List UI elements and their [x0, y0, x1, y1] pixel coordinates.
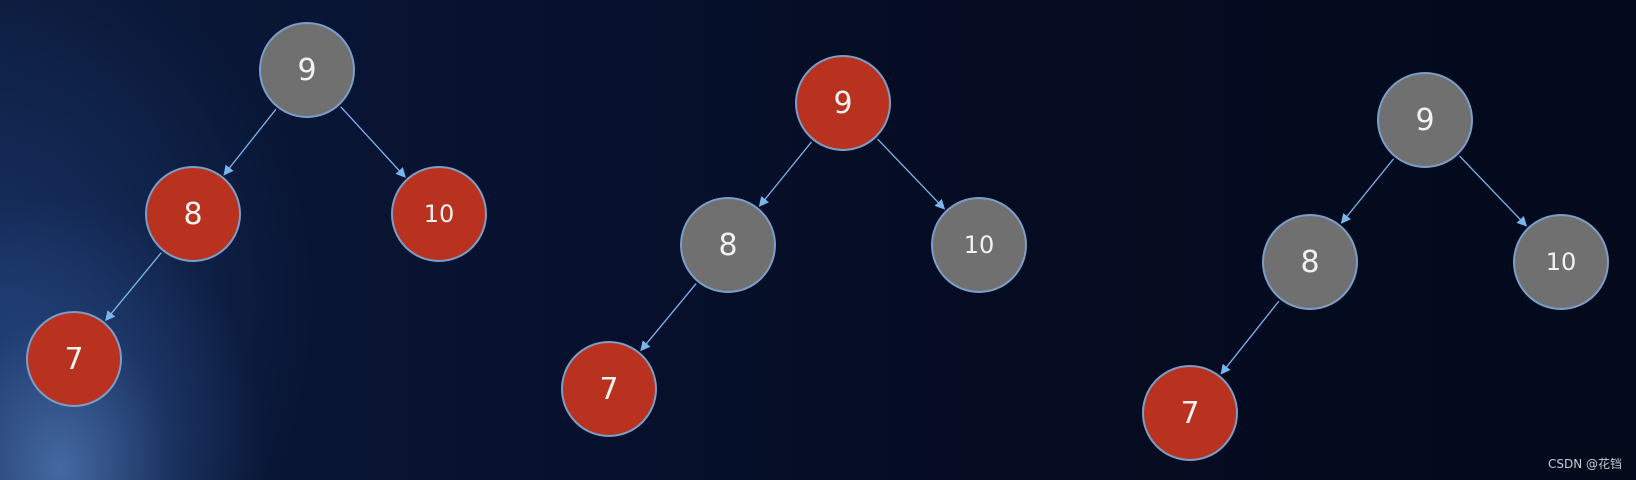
node-label: 10: [963, 231, 995, 259]
watermark: CSDN @花铛: [1547, 457, 1622, 471]
edge-t3-9-to-t3-10: [1459, 155, 1528, 227]
tree-node-t3-8: 8: [1262, 214, 1358, 310]
tree-node-t1-7: 7: [26, 311, 122, 407]
edge-t2-8-to-t2-7: [640, 283, 697, 352]
edge-t1-9-to-t1-8: [223, 108, 277, 176]
tree-node-t2-9: 9: [795, 55, 891, 151]
node-label: 8: [183, 196, 203, 232]
edge-t2-9-to-t2-8: [758, 141, 813, 207]
tree-node-t2-8: 8: [680, 197, 776, 293]
node-label: 7: [599, 371, 619, 407]
node-label: 9: [833, 85, 853, 121]
node-label: 10: [1545, 248, 1577, 276]
node-label: 9: [297, 52, 317, 88]
edge-t1-9-to-t1-10: [340, 106, 406, 178]
tree-node-t3-7: 7: [1142, 365, 1238, 461]
node-label: 8: [718, 227, 738, 263]
edge-t1-8-to-t1-7: [105, 252, 162, 322]
tree-node-t3-9: 9: [1377, 72, 1473, 168]
node-label: 9: [1415, 102, 1435, 138]
edge-t3-9-to-t3-8: [1340, 158, 1395, 224]
edge-t3-8-to-t3-7: [1220, 300, 1280, 375]
tree-node-t2-7: 7: [561, 341, 657, 437]
node-label: 8: [1300, 244, 1320, 280]
node-label: 10: [423, 200, 455, 228]
tree-node-t1-10: 10: [391, 166, 487, 262]
node-label: 7: [64, 341, 84, 377]
tree-node-t2-10: 10: [931, 197, 1027, 293]
tree-node-t1-8: 8: [145, 166, 241, 262]
tree-node-t3-10: 10: [1513, 214, 1609, 310]
tree-node-t1-9: 9: [259, 22, 355, 118]
edge-t2-9-to-t2-10: [877, 138, 946, 210]
node-label: 7: [1180, 395, 1200, 431]
